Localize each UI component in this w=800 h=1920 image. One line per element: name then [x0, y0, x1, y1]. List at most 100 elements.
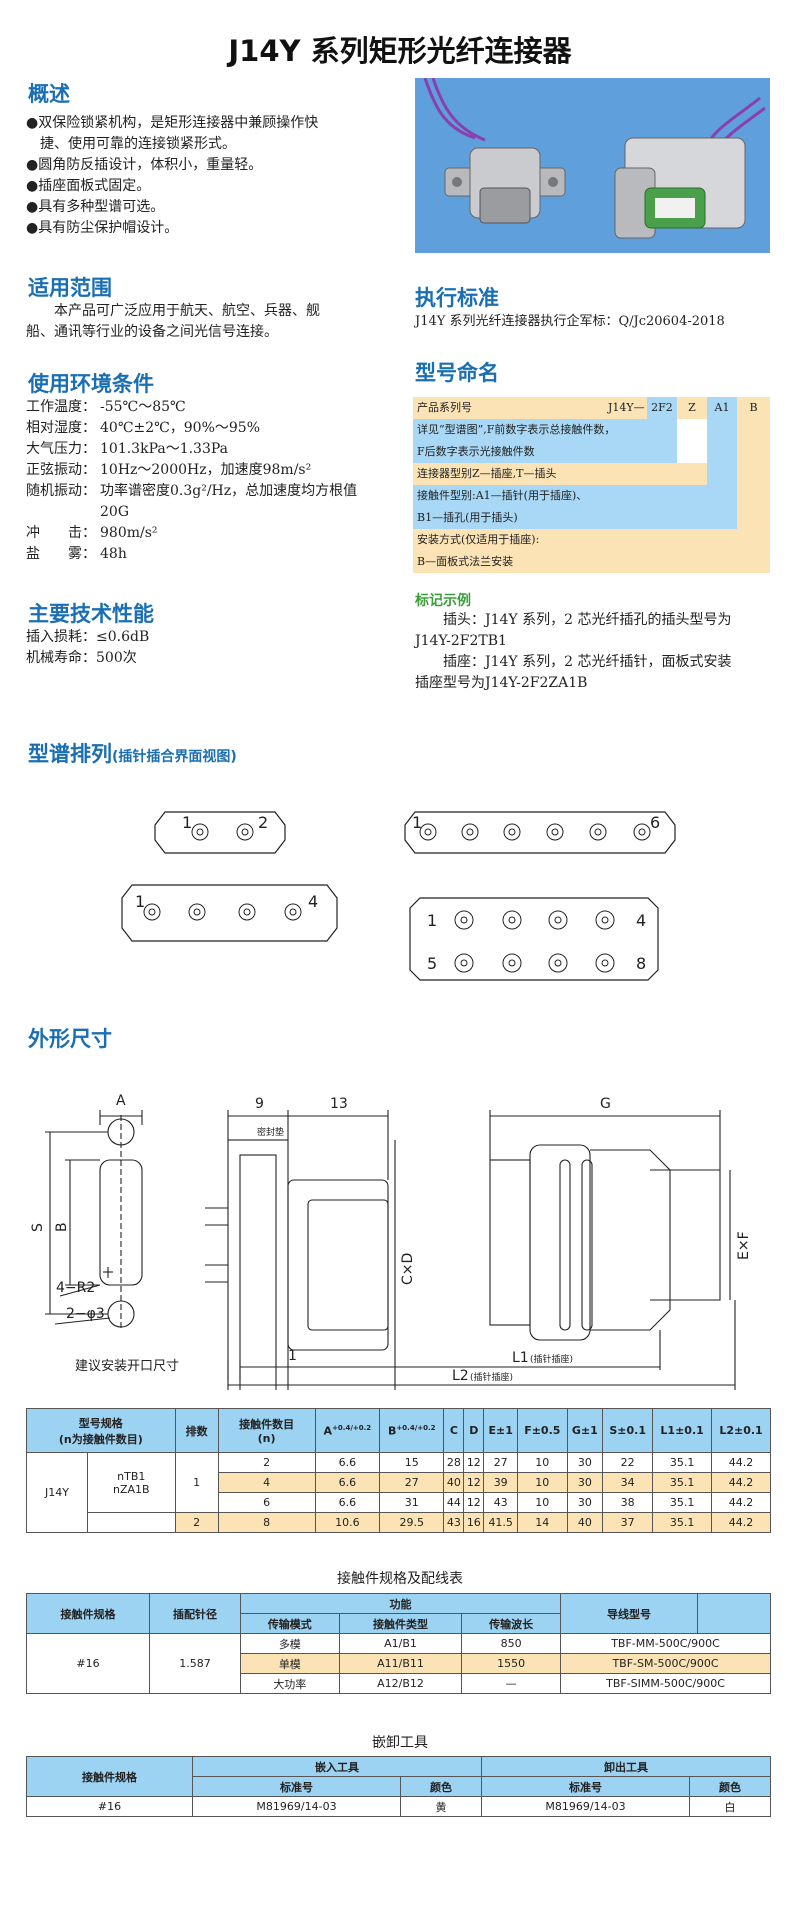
table-cell: 31 — [379, 1492, 445, 1513]
naming-series-row: 产品系列号 J14Y— — [413, 397, 770, 419]
example-line: 插座：J14Y 系列，2 芯光纤插针，面板式安装 — [415, 654, 732, 670]
naming-code-type: Z — [688, 401, 696, 414]
env-key: 正弦振动： — [26, 462, 96, 478]
t1-col-f: F±0.5 — [517, 1408, 568, 1453]
table-cell: 39 — [483, 1472, 519, 1493]
example-text: 插头：J14Y 系列，2 芯光纤插孔的插头型号为 J14Y-2F2TB1 插座：… — [415, 610, 785, 694]
table-cell: 29.5 — [379, 1512, 445, 1533]
dim-l1-label: L1 — [512, 1350, 529, 1366]
naming-row-mount-2: B—面板式法兰安装 — [413, 551, 770, 573]
layout-4-label-last: 4 — [308, 892, 318, 911]
env-row: 冲 击：980m/s² — [26, 523, 406, 544]
perf-heading: 主要技术性能 — [28, 602, 154, 626]
example-line: 插座型号为J14Y-2F2ZA1B — [415, 675, 588, 691]
table-cell: TBF-SM-500C/900C — [560, 1653, 771, 1674]
table-cell: 16 — [463, 1512, 485, 1533]
table-cell: 40 — [566, 1512, 604, 1533]
perf-line: 插入损耗：≤0.6dB — [26, 629, 150, 645]
wiring-table: 接触件规格 插配针径 功能 导线型号 传输模式 接触件类型 传输波长 #16 1… — [26, 1593, 771, 1694]
table-cell: 38 — [602, 1492, 654, 1513]
dim-r2-label: 4−R2 — [56, 1280, 95, 1296]
example-line: 插头：J14Y 系列，2 芯光纤插孔的插头型号为 — [415, 612, 732, 628]
table-cell: 40 — [443, 1472, 465, 1493]
scope-line: 船、通讯等行业的设备之间光信号连接。 — [26, 324, 278, 340]
table-cell: 27 — [483, 1452, 519, 1473]
table-cell: 27 — [379, 1472, 445, 1493]
table-cell: 12 — [463, 1452, 485, 1473]
t1-col-l2: L2±0.1 — [711, 1408, 771, 1453]
table2-caption: 接触件规格及配线表 — [337, 1571, 463, 1587]
dim-l2-label: L2 — [452, 1368, 469, 1384]
dim-b-label: B — [54, 1222, 70, 1232]
overview-heading: 概述 — [28, 82, 70, 106]
layout-6-label-last: 6 — [650, 813, 660, 832]
table-cell: 单模 — [240, 1653, 340, 1674]
table-cell: 34 — [602, 1472, 654, 1493]
env-heading: 使用环境条件 — [28, 372, 154, 396]
table-cell: 30 — [566, 1492, 604, 1513]
layout-8-label-5: 5 — [427, 954, 437, 973]
naming-series-label: 产品系列号 — [417, 401, 472, 414]
example-heading: 标记示例 — [415, 593, 471, 609]
dim-l2-note: (插针插座) — [470, 1371, 513, 1383]
table-cell: 43 — [443, 1512, 465, 1533]
t3-col-insert: 嵌入工具 — [192, 1756, 482, 1777]
table-cell: 大功率 — [240, 1673, 340, 1694]
table-cell: 6.6 — [314, 1472, 381, 1493]
table-cell: M81969/14-03 — [192, 1796, 401, 1817]
layouts-heading: 型谱排列(插针插合界面视图) — [28, 738, 237, 768]
layout-6-shell — [404, 811, 676, 854]
dim-1-label: 1 — [288, 1348, 297, 1364]
table-cell: 44.2 — [711, 1472, 771, 1493]
layout-4-shell — [121, 884, 338, 942]
layout-8-shell — [409, 897, 659, 981]
t2-col-function: 功能 — [240, 1593, 561, 1614]
t1-col-s: S±0.1 — [602, 1408, 654, 1453]
table-cell: 44.2 — [711, 1512, 771, 1533]
naming-code-series: J14Y— — [608, 401, 645, 414]
table-cell: #16 — [26, 1796, 193, 1817]
table-cell: TBF-MM-500C/900C — [560, 1633, 771, 1654]
layout-2-label-first: 1 — [182, 813, 192, 832]
t3-col-color2: 颜色 — [689, 1776, 771, 1797]
env-row: 20G — [26, 502, 406, 523]
table-cell: 35.1 — [652, 1472, 713, 1493]
standard-heading: 执行标准 — [415, 286, 499, 310]
env-row: 相对湿度：40℃±2℃，90%～95% — [26, 418, 406, 439]
scope-line: 本产品可广泛应用于航天、航空、兵器、舰 — [26, 303, 320, 319]
t2-col-pin: 插配针径 — [149, 1593, 241, 1634]
env-key: 盐 雾： — [26, 546, 96, 562]
layouts-subtitle: (插针插合界面视图) — [112, 749, 237, 765]
table-cell: 22 — [602, 1452, 654, 1473]
table-cell: 6.6 — [314, 1452, 381, 1473]
env-row: 盐 雾：48h — [26, 544, 406, 565]
layout-2-label-last: 2 — [258, 813, 268, 832]
t2-spec: #16 — [26, 1633, 150, 1694]
env-key: 随机振动： — [26, 483, 96, 499]
dim-s-label: S — [30, 1223, 46, 1232]
naming-row-type: 连接器型别Z—插座,T—插头 — [413, 463, 707, 485]
table-cell: 37 — [602, 1512, 654, 1533]
env-value: 48h — [100, 546, 127, 562]
naming-mount-bar — [737, 419, 770, 529]
layout-2-shell — [154, 811, 286, 854]
dim-l1-note: (插针插座) — [530, 1353, 573, 1365]
dim-a-label: A — [116, 1093, 126, 1109]
table-cell: 多模 — [240, 1633, 340, 1654]
table-cell: 30 — [566, 1452, 604, 1473]
env-list: 工作温度：-55℃～85℃ 相对湿度：40℃±2℃，90%～95% 大气压力：1… — [26, 397, 406, 565]
env-key: 相对湿度： — [26, 420, 96, 436]
naming-row-contact-type: 接触件型别:A1—插针(用于插座)、 — [413, 485, 737, 507]
product-photo-illustration — [423, 77, 766, 239]
scope-heading: 适用范围 — [28, 276, 112, 300]
env-row: 工作温度：-55℃～85℃ — [26, 397, 406, 418]
table-cell: A11/B11 — [338, 1653, 463, 1674]
t1-model: J14Y — [26, 1452, 88, 1533]
example-line: J14Y-2F2TB1 — [415, 633, 507, 649]
env-value: 40℃±2℃，90%～95% — [100, 420, 261, 436]
t1-col-rows: 排数 — [174, 1408, 219, 1453]
table-cell: 2 — [217, 1452, 316, 1473]
